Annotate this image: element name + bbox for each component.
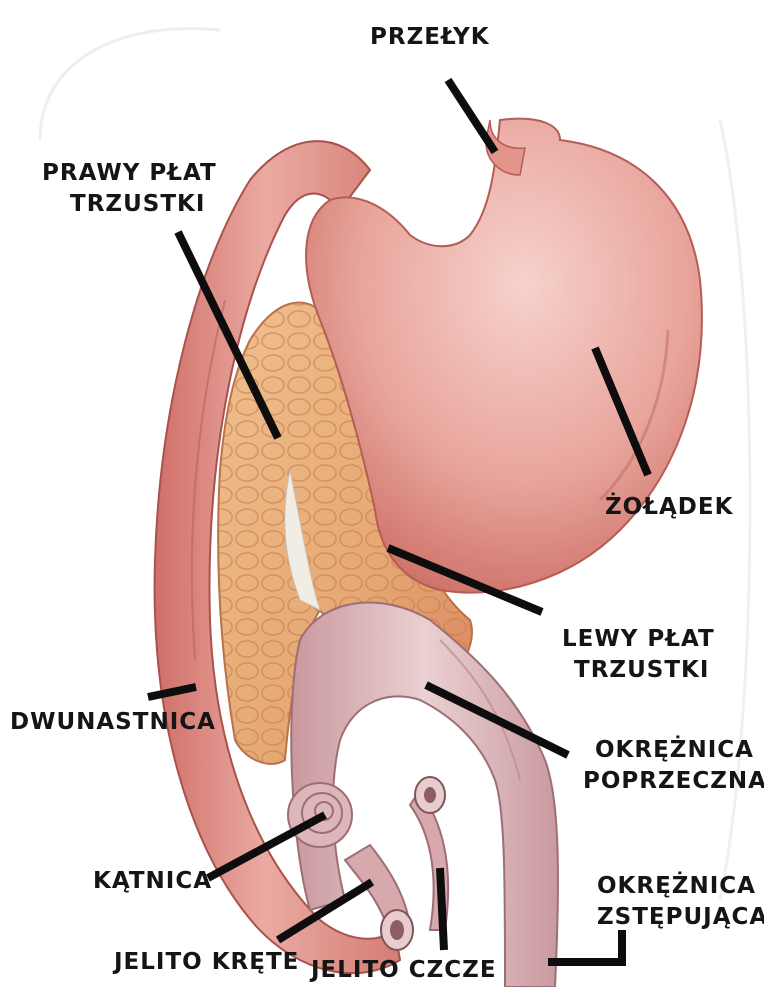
- label-lewy-plat-line2: TRZUSTKI: [562, 655, 715, 686]
- label-przelyk: PRZEŁYK: [370, 22, 490, 53]
- label-dwunastnica: DWUNASTNICA: [10, 707, 216, 738]
- label-lewy-plat-trzustki: LEWY PŁAT TRZUSTKI: [562, 624, 715, 686]
- label-okreznica-poprzeczna: OKRĘŻNICA POPRZECZNA: [583, 735, 764, 797]
- label-prawy-plat-line2: TRZUSTKI: [42, 189, 217, 220]
- label-okreznica-zstepujaca-line1: OKRĘŻNICA: [597, 871, 764, 902]
- leader-jelito-czcze: [440, 868, 444, 950]
- label-jelito-czcze: JELITO CZCZE: [311, 955, 497, 986]
- leader-okreznica-zstepujaca: [548, 930, 622, 962]
- label-okreznica-zstepujaca: OKRĘŻNICA ZSTĘPUJĄCA: [597, 871, 764, 933]
- label-prawy-plat-line1: PRAWY PŁAT: [42, 158, 217, 189]
- label-okreznica-zstepujaca-line2: ZSTĘPUJĄCA: [597, 902, 764, 933]
- small-intestine-shape: [345, 777, 448, 950]
- label-katnica: KĄTNICA: [93, 866, 212, 897]
- label-okreznica-poprzeczna-line1: OKRĘŻNICA: [583, 735, 764, 766]
- label-lewy-plat-line1: LEWY PŁAT: [562, 624, 715, 655]
- leader-przelyk: [448, 80, 495, 152]
- label-jelito-krete: JELITO KRĘTE: [114, 947, 299, 978]
- label-prawy-plat-trzustki: PRAWY PŁAT TRZUSTKI: [42, 158, 217, 220]
- label-okreznica-poprzeczna-line2: POPRZECZNA: [583, 766, 764, 797]
- label-zoladek: ŻOŁĄDEK: [605, 492, 733, 523]
